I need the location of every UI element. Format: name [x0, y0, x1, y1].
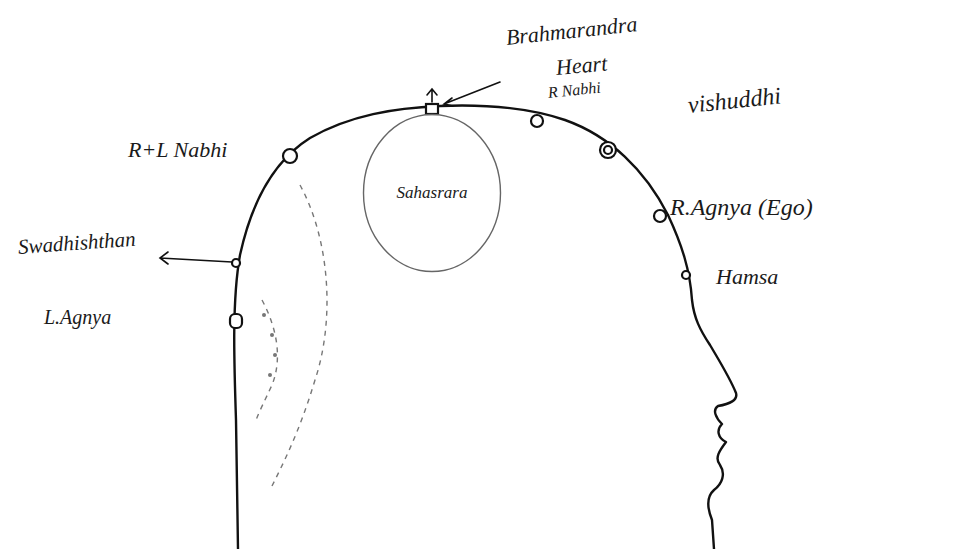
dashed-arc	[256, 300, 277, 420]
head-outline	[234, 106, 736, 549]
chakra-point	[654, 210, 666, 222]
chakra-point	[232, 259, 240, 267]
chakra-point	[600, 142, 616, 158]
chakra-point	[230, 314, 242, 328]
chakra-label: R.Agnya (Ego)	[670, 194, 813, 220]
chakra-label: Swadhishthan	[17, 228, 136, 259]
chakra-label: vishuddhi	[687, 82, 783, 118]
dot-mark	[273, 353, 277, 357]
dot-mark	[270, 333, 274, 337]
chakra-point	[283, 149, 297, 163]
leader-arrow	[160, 252, 232, 264]
chakra-label: Hamsa	[716, 265, 778, 289]
chakra-point	[682, 271, 690, 279]
chakra-label: Brahmarandra	[505, 12, 639, 50]
chakra-label: R+L Nabhi	[128, 138, 227, 162]
chakra-label: L.Agnya	[44, 306, 111, 328]
leader-arrow	[427, 89, 437, 102]
circle-outline	[364, 115, 501, 272]
dot-mark	[262, 313, 266, 317]
dot-mark	[268, 373, 272, 377]
dashed-arc	[270, 185, 327, 490]
chakra-label: R Nabhi	[547, 79, 601, 102]
chakra-point	[531, 115, 543, 127]
sahasrara-circle: Sahasrara	[362, 113, 502, 273]
node-label: Sahasrara	[397, 183, 468, 203]
leader-line	[444, 82, 500, 106]
chakra-point	[604, 146, 612, 154]
chakra-point	[426, 104, 438, 114]
chakra-label: Heart	[555, 52, 608, 81]
